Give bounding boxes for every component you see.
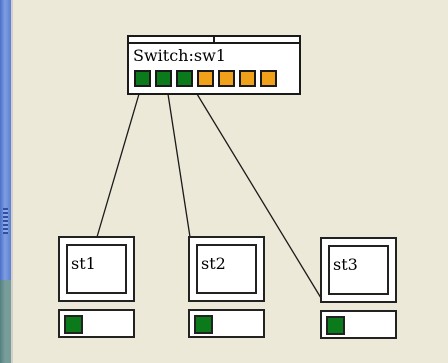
- switch-node[interactable]: Switch:sw1: [127, 35, 301, 95]
- station-base: [320, 310, 397, 339]
- station-monitor: st3: [320, 237, 397, 303]
- station-screen: st2: [196, 244, 257, 294]
- grip-handle[interactable]: [3, 208, 8, 234]
- station-screen: st1: [66, 244, 127, 294]
- station-base: [188, 309, 265, 338]
- station-label: st3: [333, 255, 358, 274]
- link-sw1-st3[interactable]: [196, 93, 322, 299]
- switch-header-tick: [213, 37, 215, 43]
- link-sw1-st2[interactable]: [167, 93, 191, 238]
- switch-port-1[interactable]: [134, 70, 151, 87]
- station-st2[interactable]: st2: [188, 236, 265, 338]
- station-st3[interactable]: st3: [320, 237, 397, 339]
- station-monitor: st1: [58, 236, 135, 302]
- station-status-led: [64, 315, 83, 334]
- station-monitor: st2: [188, 236, 265, 302]
- link-sw1-st1[interactable]: [96, 93, 140, 238]
- left-bar-divider: [11, 0, 13, 363]
- station-st1[interactable]: st1: [58, 236, 135, 338]
- switch-port-6[interactable]: [239, 70, 256, 87]
- station-screen: st3: [328, 245, 389, 295]
- switch-port-5[interactable]: [218, 70, 235, 87]
- switch-header-line: [129, 42, 299, 44]
- station-label: st1: [71, 254, 96, 273]
- left-scroll-bar[interactable]: [0, 0, 11, 363]
- switch-port-2[interactable]: [155, 70, 172, 87]
- switch-port-7[interactable]: [260, 70, 277, 87]
- station-base: [58, 309, 135, 338]
- switch-port-3[interactable]: [176, 70, 193, 87]
- station-label: st2: [201, 254, 226, 273]
- sidebar-edge-strip: [0, 280, 11, 363]
- station-status-led: [194, 315, 213, 334]
- switch-label: Switch:sw1: [133, 46, 226, 65]
- switch-port-4[interactable]: [197, 70, 214, 87]
- switch-port-row: [134, 70, 277, 89]
- station-status-led: [326, 316, 345, 335]
